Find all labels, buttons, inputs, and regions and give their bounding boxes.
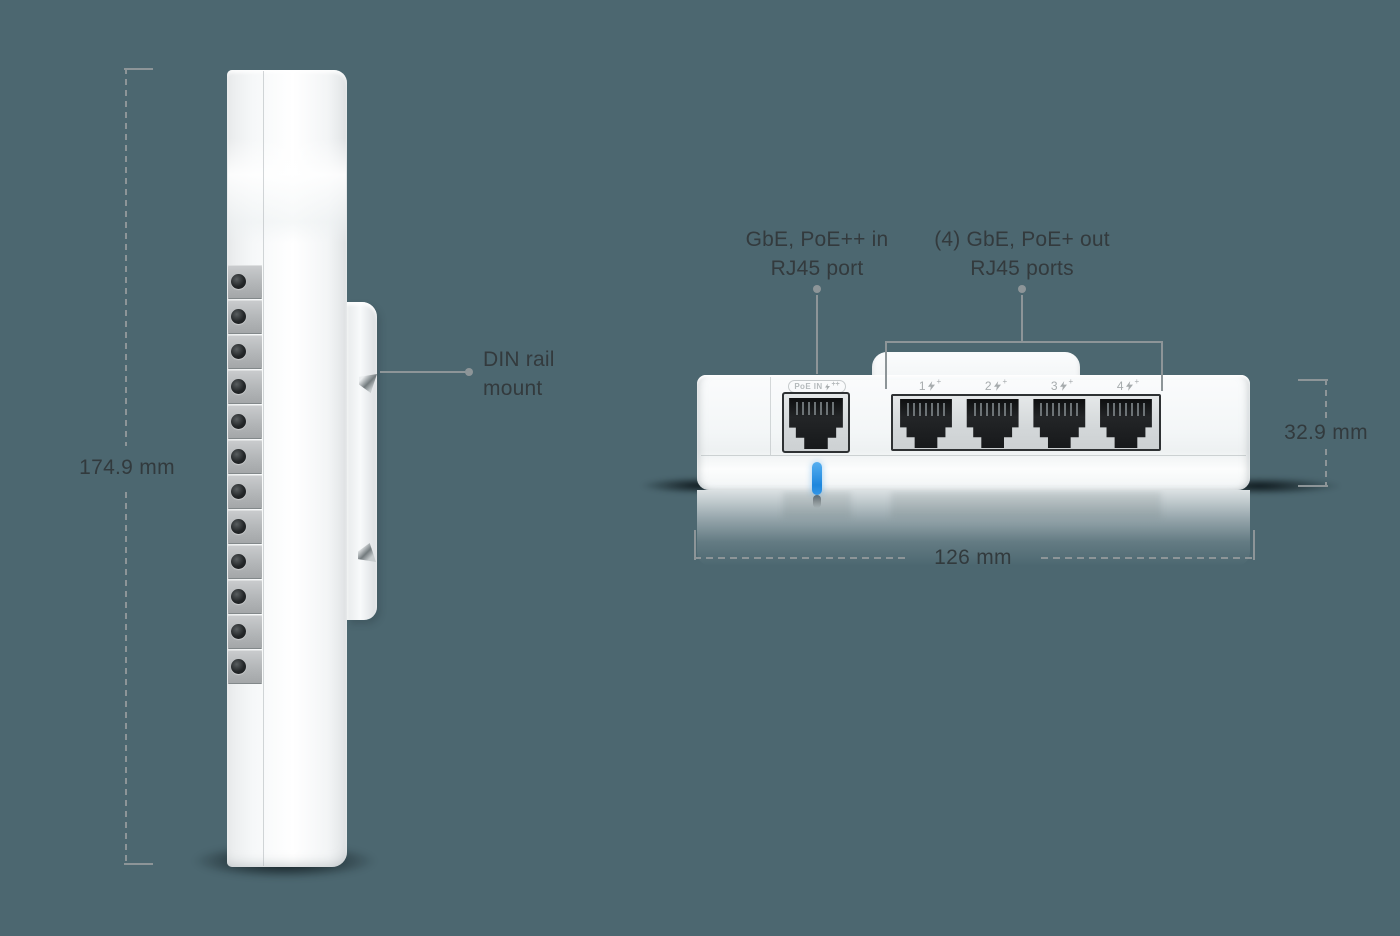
terminal-hole (231, 659, 246, 674)
height-dim-top-tick (124, 68, 153, 70)
front-width-dimension-label: 126 mm (934, 546, 1012, 569)
terminal-hole (231, 344, 246, 359)
terminal-hole (231, 379, 246, 394)
side-height-dimension-label: 174.9 mm (79, 456, 175, 479)
poe-in-callout-dot (813, 285, 821, 293)
height-dim-line-lower (125, 492, 127, 863)
poe-out-callout-dot (1018, 285, 1026, 293)
rj45-port-1 (900, 399, 952, 448)
rj45-port-3 (1033, 399, 1086, 448)
side-port-block (228, 440, 262, 473)
rj45-port-4 (1100, 399, 1152, 448)
port-1-label: 1 + (910, 377, 950, 393)
side-port-block (228, 510, 262, 543)
side-port-block (228, 405, 262, 438)
poe-out-callout-line2: RJ45 ports (970, 257, 1074, 280)
rj45-port-2 (966, 399, 1019, 448)
rj45-pins (907, 403, 945, 416)
poe-in-callout-line2: RJ45 port (770, 257, 864, 280)
side-view-highlight (228, 138, 346, 243)
rj45-pins (973, 403, 1012, 416)
side-port-block (228, 475, 262, 508)
port-4-label: 4 + (1108, 377, 1148, 393)
front-width-dim-right-tick (1253, 530, 1255, 560)
poe-in-badge-suffix: ++ (831, 381, 840, 388)
terminal-hole (231, 449, 246, 464)
front-width-dim-left-tick (694, 530, 696, 560)
status-led (812, 462, 822, 495)
lightning-bolt-icon (927, 380, 935, 391)
front-height-dimension-label: 32.9 mm (1284, 421, 1368, 444)
din-label-line1: DIN rail (483, 348, 555, 371)
din-callout-line (380, 371, 467, 373)
side-port-block (228, 580, 262, 613)
poe-in-callout-label: GbE, PoE++ in RJ45 port (717, 225, 917, 283)
lightning-bolt-icon (824, 383, 830, 390)
poe-out-bracket-right-drop (1161, 341, 1163, 391)
port-3-label: 3 + (1042, 377, 1082, 393)
side-port-block (228, 335, 262, 368)
front-height-dim-bottom-tick (1298, 485, 1328, 487)
rj45-pins (796, 402, 836, 415)
lightning-bolt-icon (1059, 380, 1067, 391)
poe-in-callout-stem (816, 295, 818, 374)
side-port-block (228, 545, 262, 578)
front-vertical-seam (770, 377, 771, 455)
port-number: 4 (1116, 378, 1124, 393)
front-height-dim-top-tick (1298, 379, 1328, 381)
terminal-hole (231, 519, 246, 534)
port-number: 3 (1050, 378, 1058, 393)
side-port-block (228, 370, 262, 403)
side-port-blocks (228, 265, 262, 683)
terminal-hole (231, 309, 246, 324)
poe-out-callout-label: (4) GbE, PoE+ out RJ45 ports (922, 225, 1122, 283)
side-port-block (228, 615, 262, 648)
height-dim-line-upper (125, 68, 127, 446)
front-height-dim-line-lower (1325, 449, 1327, 487)
poe-out-bracket-left-drop (885, 341, 887, 389)
front-horizontal-seam (701, 455, 1246, 456)
din-rail-mount-label: DIN rail mount (483, 345, 593, 403)
port-poe-suffix: + (1002, 377, 1008, 386)
side-port-block (228, 300, 262, 333)
side-port-block (228, 650, 262, 683)
din-callout-dot (465, 368, 473, 376)
led-reflection (813, 495, 821, 508)
port-2-label: 2 + (976, 377, 1016, 393)
side-view-seam-line (263, 71, 264, 866)
lightning-bolt-icon (1125, 380, 1133, 391)
port-number: 2 (984, 378, 992, 393)
front-view-reflection (697, 490, 1250, 566)
lightning-bolt-icon (993, 380, 1001, 391)
rj45-pins (1040, 403, 1079, 416)
front-height-dim-line-upper (1325, 379, 1327, 418)
poe-out-ports-recess (891, 394, 1161, 451)
terminal-hole (231, 274, 246, 289)
poe-out-callout-line1: (4) GbE, PoE+ out (934, 228, 1110, 251)
port-number: 1 (918, 378, 926, 393)
terminal-hole (231, 554, 246, 569)
port-poe-suffix: + (1068, 377, 1074, 386)
front-view-right-shadow (1232, 477, 1342, 495)
din-label-line2: mount (483, 377, 543, 400)
port-poe-suffix: + (1134, 377, 1140, 386)
rj45-pins (1106, 403, 1145, 416)
ports-reflection (891, 492, 1161, 518)
poe-out-callout-stem (1021, 295, 1023, 342)
din-rail-clip (347, 302, 377, 620)
front-width-dim-line-left (694, 557, 905, 559)
height-dim-bottom-tick (124, 863, 153, 865)
terminal-hole (231, 624, 246, 639)
front-width-dim-line-right (1041, 557, 1253, 559)
poe-out-callout-bracket (885, 341, 1163, 343)
poe-in-badge-text: PoE IN (794, 382, 823, 391)
poe-in-callout-line1: GbE, PoE++ in (745, 228, 889, 251)
poe-in-rj45-port (789, 398, 843, 449)
side-port-block (228, 265, 262, 298)
terminal-hole (231, 589, 246, 604)
terminal-hole (231, 414, 246, 429)
poe-in-port-recess (782, 392, 850, 453)
terminal-hole (231, 484, 246, 499)
port-poe-suffix: + (936, 377, 942, 386)
